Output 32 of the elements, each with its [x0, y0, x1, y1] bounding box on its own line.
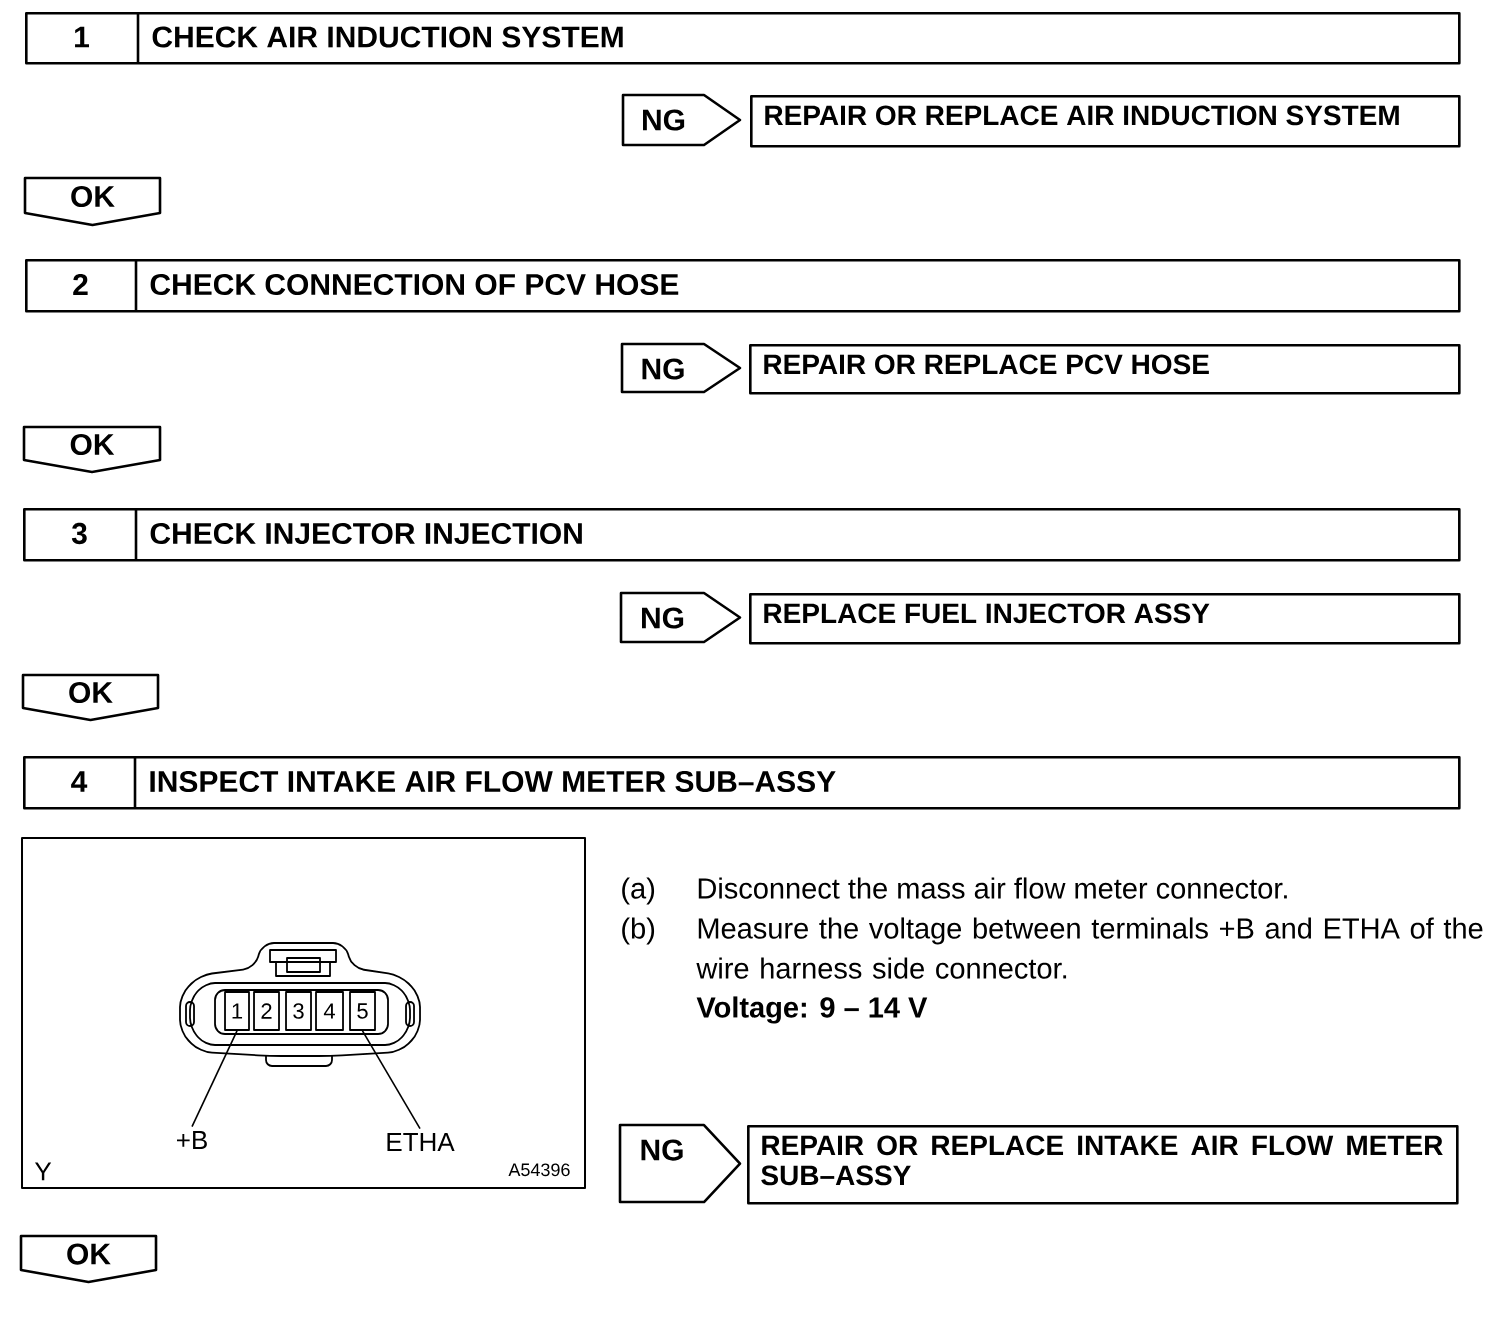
step-box: 4 INSPECT INTAKE AIR FLOW METER SUB–ASSY [23, 756, 1461, 810]
repair-box: REPAIR OR REPLACE PCV HOSE [749, 344, 1461, 395]
ng-arrow-box: NG [620, 342, 742, 394]
terminal-cell: 2 [253, 991, 280, 1031]
leader-line [361, 1030, 421, 1130]
terminal-cell: 4 [315, 991, 344, 1031]
repair-box: REPLACE FUEL INJECTOR ASSY [749, 593, 1461, 645]
list-marker: (b) [622, 917, 655, 945]
figure-code: A54396 [508, 1163, 570, 1177]
instruction-text: Disconnect the mass air flow meter connector. [698, 877, 1287, 899]
step-box: 1 CHECK AIR INDUCTION SYSTEM [25, 12, 1461, 65]
repair-box: REPAIR OR REPLACE AIR INDUCTION SYSTEM [750, 95, 1461, 148]
repair-box: REPAIR OR REPLACE INTAKE AIR FLOW METER SUB–ASSY [747, 1125, 1459, 1205]
ok-arrow-box: OK [19, 1234, 158, 1284]
ok-arrow-box: OK [23, 176, 162, 227]
ng-arrow-box: NG [619, 591, 742, 644]
leader-line [191, 1030, 238, 1128]
figure-code: Y [34, 1162, 52, 1181]
instruction-text: Measure the voltage between terminals +B and ETHA of the wire harness side connector. [696, 917, 1483, 979]
ng-arrow-box: NG [621, 93, 742, 147]
specification-text: Voltage: 9 – 14 V [696, 996, 928, 1024]
ng-arrow-box: NG [618, 1123, 742, 1204]
ok-arrow-box: OK [22, 425, 162, 474]
step-box: 3 CHECK INJECTOR INJECTION [23, 508, 1461, 562]
terminal-label: ETHA [387, 1133, 455, 1151]
step-box: 2 CHECK CONNECTION OF PCV HOSE [25, 259, 1461, 313]
terminal-cell: 5 [349, 991, 376, 1031]
ok-arrow-box: OK [21, 673, 160, 722]
terminal-cell: 3 [285, 991, 312, 1031]
terminal-label: +B [177, 1131, 207, 1149]
terminal-cell: 1 [224, 991, 250, 1031]
list-marker: (a) [622, 877, 655, 905]
